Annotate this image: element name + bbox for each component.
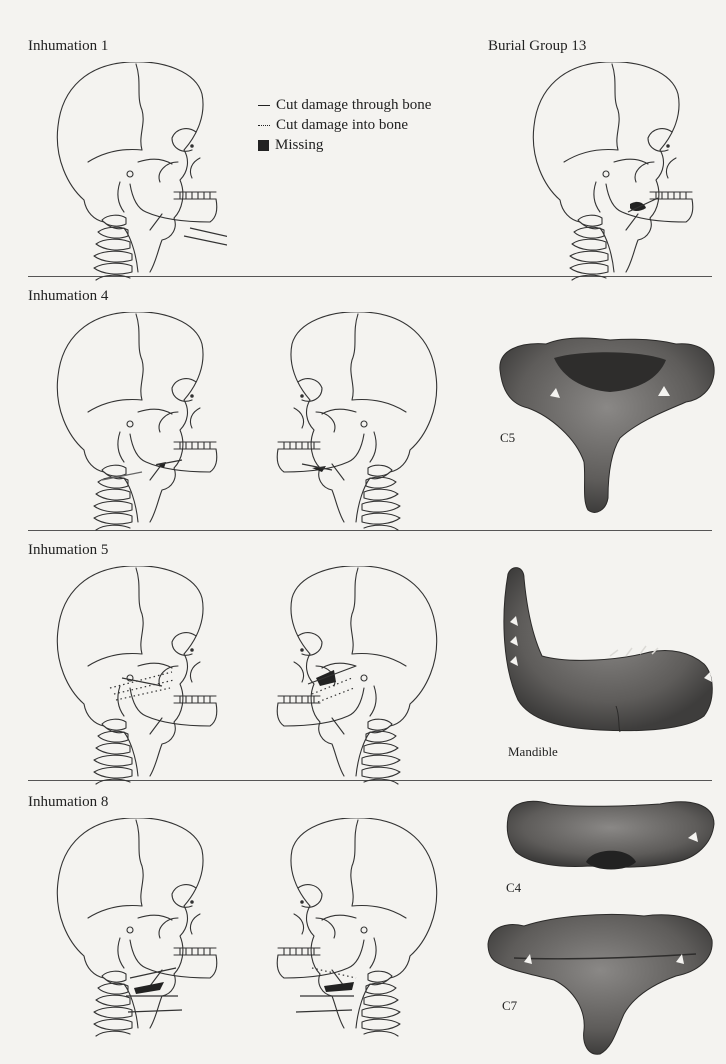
photo-label-c4: C4 [506,880,521,896]
missing-fragment [324,982,354,992]
cut-line [190,228,227,238]
legend-item-missing: Missing [258,135,431,155]
filled-square-icon [258,140,269,151]
panel-title-inhumation-5: Inhumation 5 [28,542,108,559]
cut-line [130,968,176,978]
legend-item-into: Cut damage into bone [258,115,431,135]
skull-inhumation-5-left [52,566,227,788]
photo-vertebra-c7 [484,900,726,1060]
legend-label-missing: Missing [275,135,323,155]
panel-title-inhumation-4: Inhumation 4 [28,288,108,305]
cut-line-dotted [318,688,354,702]
photo-mandible [490,560,726,750]
skull-burial-group-13 [528,62,703,284]
skull-inhumation-8-right [272,818,447,1040]
legend: Cut damage through bone Cut damage into … [258,95,431,155]
legend-item-through: Cut damage through bone [258,95,431,115]
cut-line [128,1010,182,1012]
cut-line-dotted [110,672,172,688]
photo-label-mandible: Mandible [508,744,558,760]
photo-label-c7: C7 [502,998,517,1014]
legend-label-through: Cut damage through bone [276,95,431,115]
cut-line [296,1010,352,1012]
cut-line-dotted [116,688,170,700]
cut-line [184,236,227,246]
panel-title-inhumation-1: Inhumation 1 [28,38,108,55]
skull-inhumation-4-right [272,312,447,534]
photo-vertebra-c4 [500,794,726,880]
skull-inhumation-8-left [52,818,227,1040]
photo-vertebra-c5 [490,330,726,530]
dotted-line-icon [258,125,270,126]
skull-inhumation-4-left [52,312,227,534]
missing-fragment [134,982,164,994]
legend-label-into: Cut damage into bone [276,115,408,135]
cut-line [122,678,162,686]
missing-fragment [316,670,336,686]
panel-title-inhumation-8: Inhumation 8 [28,794,108,811]
panel-title-burial-group-13: Burial Group 13 [488,38,586,55]
skull-inhumation-1 [52,62,227,284]
photo-label-c5: C5 [500,430,515,446]
skull-inhumation-5-right [272,566,447,788]
solid-line-icon [258,105,270,106]
